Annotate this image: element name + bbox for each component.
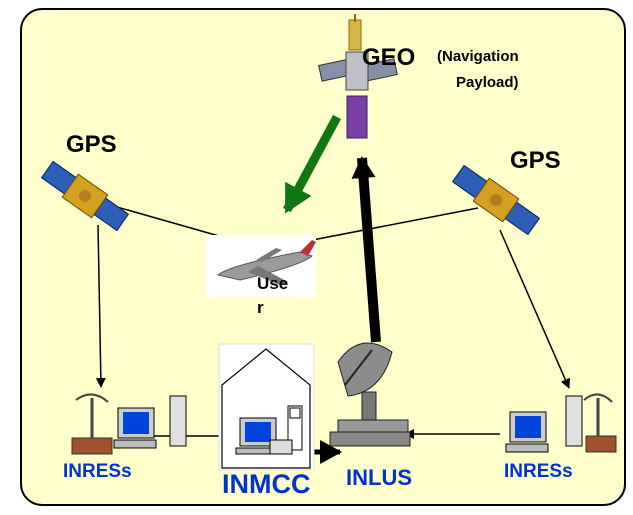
inres-right-label: INRESs	[504, 461, 573, 482]
gps-right-to-inres-line	[499, 229, 570, 389]
geo-payload-note-line1: (Navigation	[437, 48, 519, 65]
gps-satellite-left-icon	[40, 160, 130, 232]
geo-to-user-arrow	[283, 114, 341, 214]
control-center-building-icon	[218, 343, 315, 471]
gps-satellite-right-icon	[451, 164, 541, 236]
reference-station-right-icon	[505, 393, 617, 453]
reference-station-left-icon	[71, 393, 187, 455]
geo-label: GEO	[362, 44, 416, 71]
inres-left-label: INRESs	[63, 461, 132, 482]
inmcc-label: INMCC	[222, 469, 311, 499]
inlus-label: INLUS	[346, 465, 412, 490]
geo-satellite-icon	[318, 14, 398, 139]
gps-right-to-user-line	[296, 207, 479, 247]
gps-left-label: GPS	[66, 131, 117, 158]
gps-right-label: GPS	[510, 147, 561, 174]
uplink-to-geo-arrow	[351, 156, 381, 343]
gps-left-to-inres-line	[95, 224, 106, 388]
user-label-line1: Use	[257, 274, 289, 293]
aircraft-icon	[206, 235, 316, 297]
geo-payload-note-line2: Payload)	[456, 74, 519, 91]
user-label-line2: r	[257, 298, 264, 317]
uplink-dish-icon	[329, 342, 411, 447]
